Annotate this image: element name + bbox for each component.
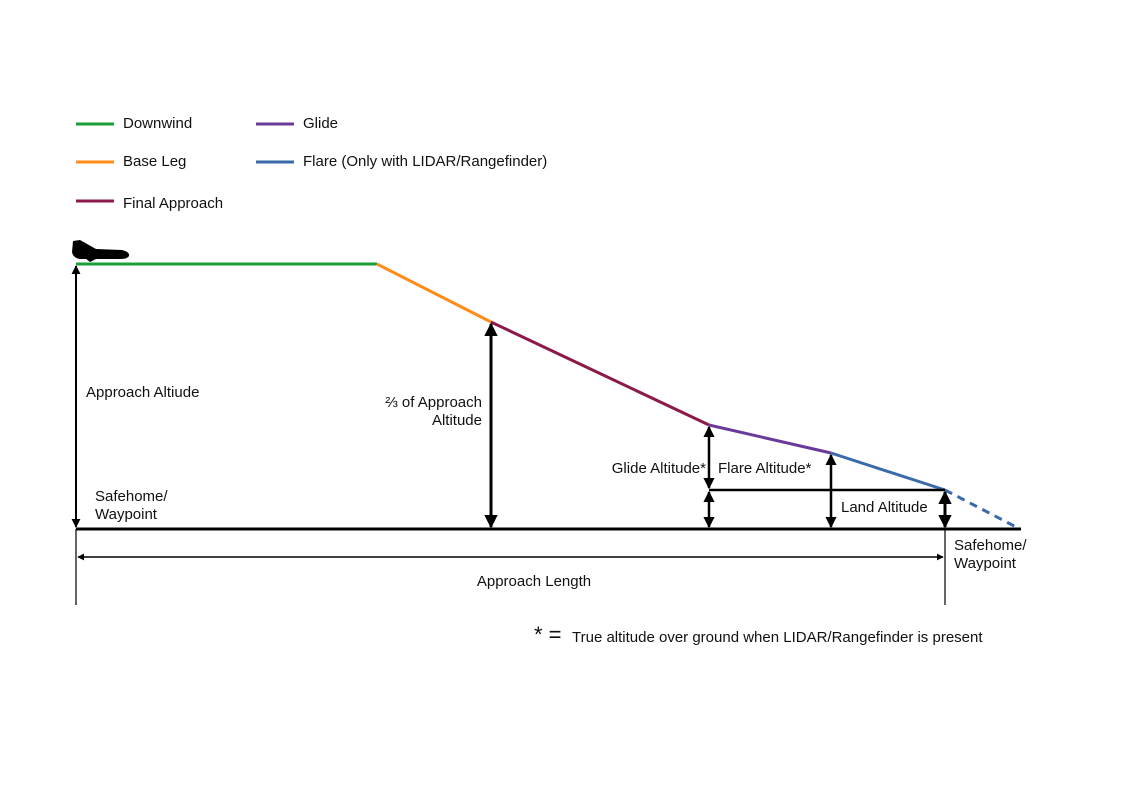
glide-altitude-label: Glide Altitude* — [612, 460, 706, 477]
path-final-approach — [490, 320, 710, 427]
land-altitude-label: Land Altitude — [841, 499, 928, 516]
path-glide — [708, 423, 832, 455]
safehome-left-line1: Safehome/ — [95, 488, 168, 505]
footnote-symbol: * = — [534, 622, 562, 647]
two-thirds-label-line2: Altitude — [432, 412, 482, 429]
legend-label: Flare (Only with LIDAR/Rangefinder) — [303, 153, 547, 170]
path-base-leg — [376, 262, 492, 324]
legend-item-base-leg: Base Leg — [76, 153, 186, 170]
legend-label: Base Leg — [123, 153, 186, 170]
safehome-right-line2: Waypoint — [954, 555, 1017, 572]
two-thirds-label-line1: ⅔ of Approach — [385, 394, 482, 411]
approach-altitude-label: Approach Altiude — [86, 384, 199, 401]
airplane-icon — [72, 240, 130, 262]
legend: Downwind Base Leg Final Approach Glide F… — [76, 115, 547, 212]
legend-item-flare: Flare (Only with LIDAR/Rangefinder) — [256, 153, 547, 170]
legend-item-final-approach: Final Approach — [76, 195, 223, 212]
legend-item-glide: Glide — [256, 115, 338, 132]
legend-item-downwind: Downwind — [76, 115, 192, 132]
safehome-left-line2: Waypoint — [95, 506, 158, 523]
safehome-right-line1: Safehome/ — [954, 537, 1027, 554]
path-flare-dashed — [944, 488, 1021, 531]
legend-label: Glide — [303, 115, 338, 132]
path-flare — [830, 451, 946, 492]
legend-label: Downwind — [123, 115, 192, 132]
footnote-text: True altitude over ground when LIDAR/Ran… — [572, 629, 983, 646]
flare-altitude-label: Flare Altitude* — [718, 460, 812, 477]
approach-length-label: Approach Length — [477, 573, 591, 590]
legend-label: Final Approach — [123, 195, 223, 212]
